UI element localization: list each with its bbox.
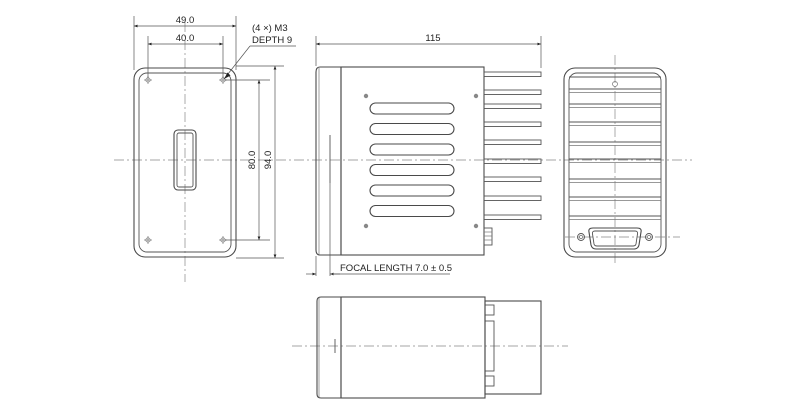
side-screw-bottom-left (363, 223, 369, 229)
dim-label-overall-height: 94.0 (263, 151, 274, 170)
side-view-body (340, 66, 485, 256)
rear-view-outer-body (563, 67, 667, 258)
front-view-outer-body (133, 67, 237, 258)
dim-label-overall-width: 49.0 (176, 15, 195, 26)
hole-note-line2: DEPTH 9 (252, 35, 292, 46)
heat-sink-fin (483, 195, 542, 201)
heat-sink-fin (483, 89, 542, 95)
dim-label-overall-length: 115 (425, 33, 440, 44)
ventilation-slot (369, 184, 455, 197)
bottom-connector-tab-bottom (484, 375, 495, 387)
heat-sink-fin (483, 214, 542, 220)
rear-screw-left (577, 233, 585, 241)
sub-d-connector-outer (588, 227, 642, 250)
bottom-lens-ring (316, 296, 342, 399)
focal-length-label: FOCAL LENGTH 7.0 ± 0.5 (340, 263, 452, 274)
heat-sink-fin (483, 103, 542, 109)
side-screw-top-left (363, 93, 369, 99)
rear-fin-lines (569, 76, 661, 220)
rear-screw-right (645, 233, 653, 241)
mounting-hole-bottom-left (144, 236, 152, 244)
bottom-view-body (340, 296, 486, 399)
heat-sink-fin (483, 71, 542, 77)
side-connector (483, 227, 493, 246)
dim-label-hole-spacing-height: 80.0 (247, 151, 258, 170)
ventilation-slot (369, 204, 455, 218)
lens-mount-ring (315, 66, 342, 256)
sub-d-connector-inner (591, 230, 639, 247)
dim-label-hole-spacing-width: 40.0 (176, 33, 195, 44)
rear-view (563, 55, 680, 265)
heat-sink-fin (483, 139, 542, 145)
ventilation-slot (369, 143, 455, 156)
heat-sink-fin (483, 158, 542, 164)
side-view: 115 FOCAL LENGTH 7.0 ± 0.5 (306, 33, 542, 276)
hole-note-leader-arrowhead (224, 72, 231, 79)
heat-sink-fins (483, 71, 542, 220)
ventilation-slots (369, 102, 455, 218)
side-screw-top-right (473, 93, 479, 99)
side-screw-bottom-right (473, 223, 479, 229)
heat-sink-fin (483, 176, 542, 182)
front-view: 49.0 40.0 (4 ×) M3 DEPTH 9 80.0 94.0 (133, 15, 296, 282)
hole-note-line1: (4 ×) M3 (252, 23, 288, 34)
rear-top-screw (612, 81, 618, 87)
bottom-heat-sink-block (484, 300, 542, 395)
ventilation-slot (369, 122, 455, 136)
front-view-inner-body (138, 72, 232, 253)
sensor-window-outer (173, 129, 197, 191)
ventilation-slot (369, 163, 455, 177)
bottom-connector-tab-top (484, 304, 495, 316)
heat-sink-fin (483, 121, 542, 127)
sensor-window-inner (176, 132, 194, 188)
ventilation-slot (369, 102, 455, 115)
bottom-view (292, 296, 568, 399)
